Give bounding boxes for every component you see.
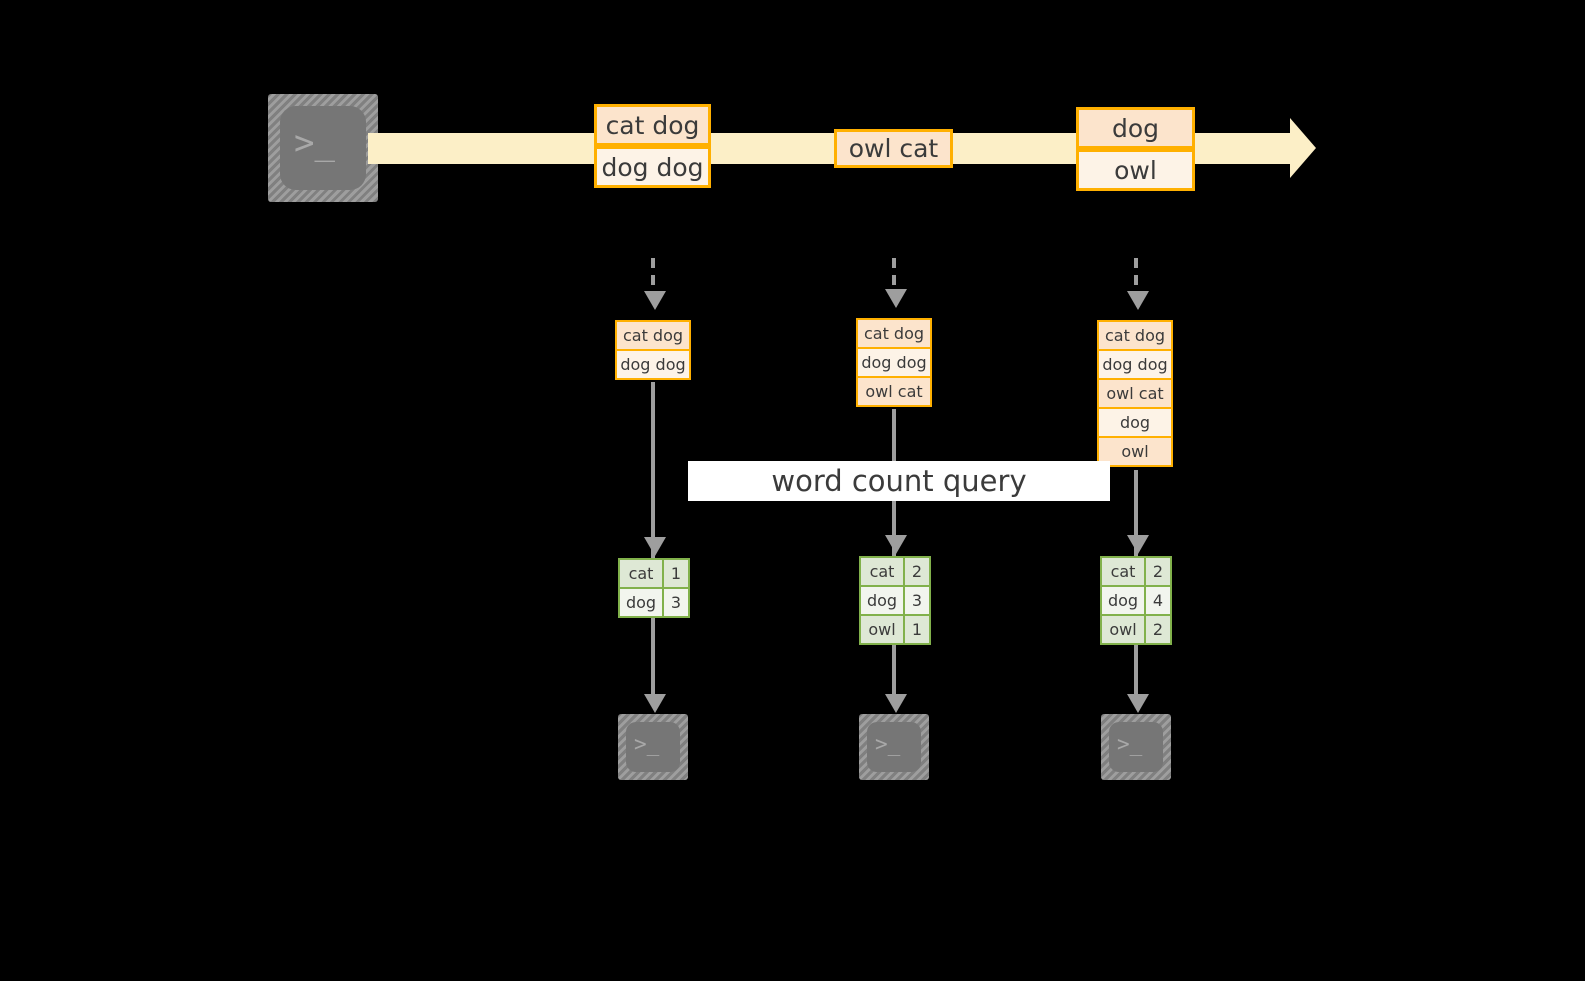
result-count: 2 [1144, 614, 1172, 645]
sink-line-2 [892, 645, 896, 696]
word-count-result-3: cat 2 dog 4 owl 2 [1100, 556, 1172, 645]
sink-arrowhead-icon-1 [644, 694, 666, 713]
log-row: cat dog [856, 318, 932, 349]
terminal-prompt-glyph: >_ [634, 732, 660, 756]
log-row: cat dog [1097, 320, 1173, 351]
result-row: dog 4 [1100, 585, 1172, 616]
result-word: owl [859, 614, 905, 645]
query-label: word count query [688, 461, 1110, 501]
query-arrowhead-icon-2 [885, 535, 907, 554]
sink-arrowhead-icon-3 [1127, 694, 1149, 713]
log-row: dog [1097, 407, 1173, 438]
timeline-event-box: cat dog [594, 104, 711, 146]
result-row: owl 2 [1100, 614, 1172, 645]
terminal-screen [626, 722, 680, 772]
result-row: dog 3 [618, 587, 690, 618]
timeline-event-box: dog dog [594, 146, 711, 188]
terminal-prompt-glyph: >_ [1117, 732, 1143, 756]
result-row: cat 2 [859, 556, 931, 587]
result-word: dog [1100, 585, 1146, 616]
log-row: owl cat [1097, 378, 1173, 409]
source-terminal-icon: >_ [268, 94, 378, 202]
log-row: dog dog [615, 349, 691, 380]
result-count: 4 [1144, 585, 1172, 616]
ingest-dashed-line-2 [892, 258, 896, 292]
ingest-arrowhead-icon-1 [644, 291, 666, 310]
word-count-result-1: cat 1 dog 3 [618, 558, 690, 618]
result-count: 3 [903, 585, 931, 616]
result-word: cat [618, 558, 664, 589]
ingest-arrowhead-icon-3 [1127, 291, 1149, 310]
query-arrowhead-icon-1 [644, 537, 666, 556]
sink-terminal-icon-1: >_ [618, 714, 688, 780]
terminal-prompt-glyph: >_ [294, 123, 335, 163]
word-count-result-2: cat 2 dog 3 owl 1 [859, 556, 931, 645]
terminal-screen [280, 106, 366, 190]
result-row: owl 1 [859, 614, 931, 645]
result-count: 3 [662, 587, 690, 618]
snapshot-log-2: cat dog dog dog owl cat [856, 318, 932, 407]
timeline-event-box: dog [1076, 107, 1195, 149]
result-word: dog [618, 587, 664, 618]
result-row: cat 1 [618, 558, 690, 589]
timeline-event-box: owl cat [834, 129, 953, 168]
log-row: dog dog [1097, 349, 1173, 380]
sink-terminal-icon-3: >_ [1101, 714, 1171, 780]
result-row: dog 3 [859, 585, 931, 616]
log-row: owl cat [856, 376, 932, 407]
query-line-3 [1134, 470, 1138, 556]
sink-line-3 [1134, 645, 1138, 696]
result-count: 2 [1144, 556, 1172, 587]
result-word: cat [859, 556, 905, 587]
ingest-dashed-line-1 [651, 258, 655, 294]
result-word: owl [1100, 614, 1146, 645]
terminal-prompt-glyph: >_ [875, 732, 901, 756]
result-count: 1 [662, 558, 690, 589]
snapshot-log-3: cat dog dog dog owl cat dog owl [1097, 320, 1173, 467]
sink-terminal-icon-2: >_ [859, 714, 929, 780]
result-row: cat 2 [1100, 556, 1172, 587]
result-count: 2 [903, 556, 931, 587]
terminal-screen [867, 722, 921, 772]
result-count: 1 [903, 614, 931, 645]
terminal-screen [1109, 722, 1163, 772]
timeline-event-box: owl [1076, 149, 1195, 191]
ingest-dashed-line-3 [1134, 258, 1138, 294]
result-word: cat [1100, 556, 1146, 587]
query-arrowhead-icon-3 [1127, 535, 1149, 554]
ingest-arrowhead-icon-2 [885, 289, 907, 308]
query-line-1 [651, 382, 655, 558]
timeline-arrowhead-icon [1290, 118, 1316, 178]
snapshot-log-1: cat dog dog dog [615, 320, 691, 380]
log-row: dog dog [856, 347, 932, 378]
result-word: dog [859, 585, 905, 616]
sink-line-1 [651, 618, 655, 696]
sink-arrowhead-icon-2 [885, 694, 907, 713]
log-row: cat dog [615, 320, 691, 351]
